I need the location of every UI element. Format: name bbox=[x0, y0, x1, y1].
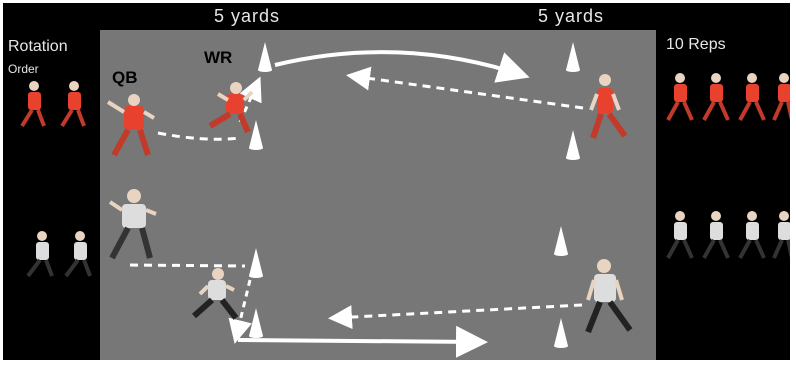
right-distance-label: 5 yards bbox=[538, 6, 605, 26]
cone-icon bbox=[566, 130, 580, 160]
player-figure-icon bbox=[26, 231, 54, 278]
cone-icon bbox=[566, 42, 580, 72]
cone-icon bbox=[554, 318, 568, 348]
reps-caption: 10 Reps bbox=[666, 36, 726, 53]
player-figure-icon bbox=[738, 211, 766, 259]
route-arrow-icon bbox=[157, 131, 241, 141]
player-figure-icon bbox=[192, 268, 239, 320]
player-figure-icon bbox=[64, 231, 92, 278]
player-figure-icon bbox=[702, 73, 730, 121]
route-arrow-icon bbox=[237, 325, 488, 358]
route-arrow-icon bbox=[274, 50, 530, 83]
route-arrow-icon bbox=[238, 76, 262, 123]
player-figure-icon bbox=[108, 189, 157, 260]
player-figure-icon bbox=[60, 81, 86, 128]
player-figure-icon bbox=[585, 259, 633, 334]
player-figure-icon bbox=[589, 74, 628, 139]
player-figure-icon bbox=[208, 82, 254, 134]
order-caption: Order bbox=[8, 62, 39, 76]
rotation-caption: Rotation bbox=[8, 38, 68, 55]
frame-left bbox=[0, 0, 3, 366]
route-arrow-icon bbox=[129, 263, 246, 268]
left-distance-label: 5 yards bbox=[214, 6, 281, 26]
frame-top bbox=[0, 0, 796, 3]
cone-icon bbox=[554, 226, 568, 256]
cone-icon bbox=[258, 42, 272, 72]
frame-right bbox=[790, 0, 796, 366]
player-figure-icon bbox=[666, 73, 694, 121]
player-figure-icon bbox=[666, 211, 694, 259]
playing-field bbox=[100, 30, 656, 366]
frame-bottom bbox=[0, 360, 796, 366]
route-arrow-icon bbox=[328, 303, 583, 330]
cone-icon bbox=[249, 120, 263, 150]
cone-icon bbox=[249, 308, 263, 338]
player-figure-icon bbox=[20, 81, 46, 128]
qb-label: QB bbox=[112, 68, 138, 87]
player-figure-icon bbox=[106, 94, 156, 157]
cone-icon bbox=[249, 248, 263, 278]
player-figure-icon bbox=[702, 211, 730, 259]
player-figure-icon bbox=[738, 73, 766, 121]
route-arrow-icon bbox=[228, 279, 252, 344]
wr-label: WR bbox=[204, 48, 233, 67]
route-arrow-icon bbox=[346, 66, 584, 110]
